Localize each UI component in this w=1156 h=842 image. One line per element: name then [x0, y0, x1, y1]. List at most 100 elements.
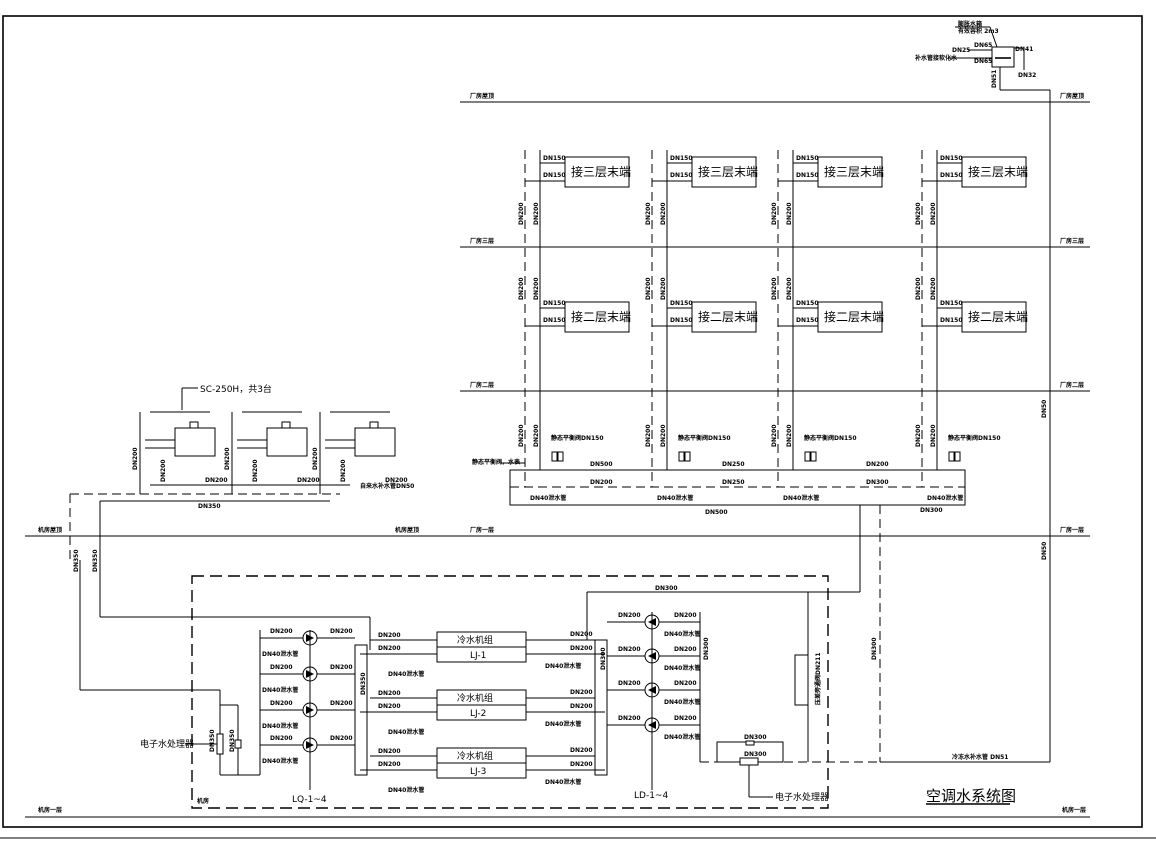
- svg-text:冷冻水补水管 DN51: 冷冻水补水管 DN51: [952, 753, 1008, 761]
- floor-label-third: 厂房三层: [470, 237, 494, 245]
- floor-label-ground-left: 机房一层: [38, 806, 62, 814]
- svg-text:DN40泄水管: DN40泄水管: [262, 650, 298, 658]
- terminal-label: 接三层末端: [698, 164, 758, 179]
- floor-lines: 厂房屋顶 厂房屋顶 厂房三层 厂房三层 厂房二层 厂房二层 厂房一层 厂房一层 …: [25, 92, 1090, 818]
- terminal-box: [564, 156, 630, 188]
- svg-text:DN150: DN150: [670, 155, 693, 162]
- plant-room-frame: [191, 575, 829, 809]
- terminal-label: 接三层末端: [824, 164, 884, 179]
- svg-text:DN200: DN200: [915, 277, 922, 300]
- terminal-label: 接三层末端: [968, 164, 1028, 179]
- svg-text:DN200: DN200: [160, 459, 167, 482]
- svg-text:DN150: DN150: [796, 300, 819, 307]
- chiller-name: 冷水机组: [457, 634, 493, 646]
- svg-text:DN300: DN300: [920, 507, 943, 514]
- svg-text:DN300: DN300: [866, 479, 889, 486]
- svg-text:DN51: DN51: [991, 70, 998, 88]
- svg-text:DN200: DN200: [270, 628, 293, 635]
- svg-text:DN200: DN200: [930, 202, 937, 225]
- cooling-tower-model: SC-250H，共3台: [200, 383, 272, 395]
- svg-text:DN150: DN150: [940, 317, 963, 324]
- svg-text:DN32: DN32: [1018, 72, 1036, 79]
- chiller-unit: 冷水机组LJ-2DN200DN200DN200DN200DN40泄水管DN40泄…: [360, 689, 605, 736]
- svg-text:DN40泄水管: DN40泄水管: [388, 786, 424, 794]
- svg-text:电子水处理器: 电子水处理器: [140, 738, 194, 750]
- svg-text:DN200: DN200: [570, 747, 593, 754]
- svg-text:DN40泄水管: DN40泄水管: [927, 494, 963, 502]
- svg-text:DN150: DN150: [670, 300, 693, 307]
- svg-text:DN350: DN350: [92, 549, 99, 572]
- svg-text:静态平衡阀DN150: 静态平衡阀DN150: [948, 434, 1001, 442]
- svg-text:DN200: DN200: [297, 477, 320, 484]
- svg-text:DN250: DN250: [722, 479, 745, 486]
- svg-text:DN200: DN200: [330, 664, 353, 671]
- svg-text:DN40泄水管: DN40泄水管: [545, 662, 581, 670]
- svg-text:DN150: DN150: [940, 155, 963, 162]
- svg-text:DN200: DN200: [270, 700, 293, 707]
- terminal-box: [961, 301, 1027, 333]
- svg-text:DN300: DN300: [600, 647, 607, 670]
- svg-text:DN150: DN150: [670, 317, 693, 324]
- svg-text:DN200: DN200: [786, 277, 793, 300]
- floor-label-roof-right: 厂房屋顶: [1060, 92, 1084, 100]
- chiller-name: 冷水机组: [457, 750, 493, 762]
- terminal-label: 接二层末端: [571, 309, 631, 324]
- svg-text:DN200: DN200: [533, 277, 540, 300]
- svg-text:DN200: DN200: [915, 202, 922, 225]
- svg-text:DN200: DN200: [786, 424, 793, 447]
- terminal-label: 接二层末端: [968, 309, 1028, 324]
- svg-text:DN350: DN350: [73, 549, 80, 572]
- distribution-header: 静态平衡阀，水表 DN500 DN250 DN200 DN200 DN250 D…: [472, 458, 966, 762]
- svg-text:DN200: DN200: [330, 735, 353, 742]
- chiller-unit: 冷水机组LJ-3DN200DN200DN200DN200DN40泄水管DN40泄…: [360, 747, 605, 794]
- floor-label-roof: 厂房屋顶: [470, 92, 494, 100]
- water-treater-left: 电子水处理器 DN350 DN350: [140, 690, 260, 776]
- svg-text:DN200: DN200: [224, 447, 231, 470]
- svg-text:DN350: DN350: [198, 503, 221, 510]
- svg-text:电子水处理器: 电子水处理器: [775, 791, 829, 803]
- svg-text:DN200: DN200: [660, 202, 667, 225]
- svg-text:DN150: DN150: [543, 172, 566, 179]
- svg-text:DN200: DN200: [378, 645, 401, 652]
- svg-text:DN150: DN150: [940, 172, 963, 179]
- svg-text:DN40泄水管: DN40泄水管: [664, 733, 700, 741]
- svg-text:DN250: DN250: [722, 461, 745, 468]
- svg-text:DN200: DN200: [674, 715, 697, 722]
- svg-text:DN200: DN200: [866, 461, 889, 468]
- svg-text:DN200: DN200: [518, 424, 525, 447]
- terminal-box: [817, 156, 883, 188]
- svg-text:DN350: DN350: [360, 672, 367, 695]
- terminal-box: [691, 156, 757, 188]
- floor-label-second-right: 厂房二层: [1060, 381, 1084, 389]
- svg-text:DN200: DN200: [378, 761, 401, 768]
- floor-label-machine-roof-right: 机房屋顶: [395, 526, 419, 534]
- svg-text:DN200: DN200: [385, 477, 408, 484]
- svg-text:补水管接软化水: 补水管接软化水: [914, 54, 958, 62]
- svg-text:DN65: DN65: [974, 58, 992, 65]
- svg-text:DN200: DN200: [570, 645, 593, 652]
- svg-text:DN500: DN500: [590, 461, 613, 468]
- terminal-box: [564, 301, 630, 333]
- svg-text:DN200: DN200: [660, 277, 667, 300]
- drawing-title: 空调水系统图: [926, 787, 1016, 805]
- svg-text:DN200: DN200: [378, 703, 401, 710]
- svg-text:DN150: DN150: [940, 300, 963, 307]
- svg-text:DN200: DN200: [312, 447, 319, 470]
- svg-text:DN200: DN200: [533, 202, 540, 225]
- floor-label-first: 厂房一层: [470, 526, 494, 534]
- plant-equipment: 冷水机组LJ-1DN200DN200DN200DN200DN40泄水管DN40泄…: [259, 612, 710, 805]
- svg-text:机房: 机房: [197, 797, 209, 805]
- floor-label-second: 厂房二层: [470, 381, 494, 389]
- chw-pump-label: LD-1~4: [634, 791, 668, 801]
